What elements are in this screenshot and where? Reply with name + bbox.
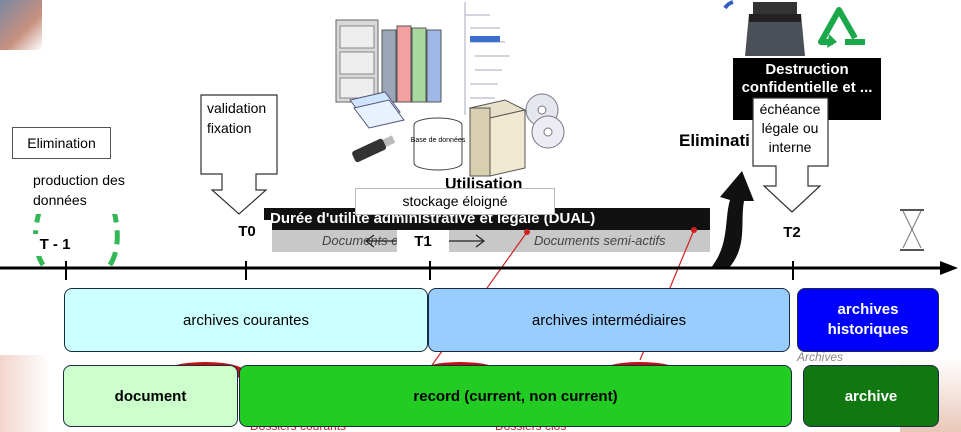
lane-document: document	[63, 365, 238, 427]
cd-icon	[525, 93, 565, 149]
database-icon	[413, 117, 463, 171]
echeance-callout	[752, 97, 829, 213]
recycle-icon	[818, 7, 865, 48]
shredder-recycle-illustration	[723, 0, 865, 56]
marker-t0: T0	[222, 220, 272, 256]
office-illustration: Base de données	[335, 2, 565, 177]
lane-archive-label: archive	[844, 387, 898, 405]
timeline-axis	[0, 261, 958, 280]
marker-t-minus-1: T - 1	[29, 234, 81, 256]
binders-icon	[381, 25, 442, 103]
elimination-fork-arrow	[710, 171, 754, 269]
lane-archives-historiques-label: archives historiques	[827, 301, 909, 338]
marker-t2: T2	[768, 220, 816, 256]
shredder-icon	[745, 2, 805, 56]
elimination-right-label: Elimination	[679, 131, 749, 150]
server-icon	[468, 99, 527, 177]
filing-cabinet-icon	[335, 19, 379, 103]
lane-archives-historiques: archives historiques	[797, 288, 939, 352]
usb-key-icon	[352, 135, 396, 163]
tree-selection	[470, 36, 500, 42]
elimination-left-label: Elimination	[27, 135, 96, 151]
echeance-label: échéance légale ou interne	[759, 101, 821, 155]
photo-fragment-bottom-left	[0, 355, 50, 432]
stockage-box: stockage éloigné	[355, 188, 555, 215]
marker-t1: T1	[397, 230, 449, 256]
destruction-label: Destruction confidentielle et ...	[741, 61, 873, 96]
validation-label: validation fixation	[207, 100, 267, 136]
elimination-box: Elimination	[12, 127, 111, 159]
validation-callout	[200, 94, 278, 215]
hourglass-icon	[900, 209, 924, 251]
lane-archives-intermediaires-label: archives intermédiaires	[531, 311, 687, 329]
ghost-archives-label: Archives	[797, 350, 844, 364]
blue-arc	[723, 0, 734, 10]
lane-archives-courantes-label: archives courantes	[183, 311, 309, 329]
lane-archives-intermediaires: archives intermédiaires	[428, 288, 790, 352]
photo-fragment	[0, 0, 42, 50]
lane-archive: archive	[803, 365, 939, 427]
double-arrow	[365, 234, 485, 248]
papers-icon	[349, 91, 405, 129]
production-label: production des données	[33, 172, 125, 208]
db-label-line1: Base de données	[411, 137, 466, 144]
lane-archives-courantes: archives courantes	[64, 288, 428, 352]
lane-record-label: record (current, non current)	[413, 387, 618, 405]
stockage-label: stockage éloigné	[402, 193, 508, 209]
production-box: production des données	[29, 168, 139, 214]
destruction-box: Destruction confidentielle et ...	[733, 58, 881, 120]
docs-semi-actifs-label: Documents semi-actifs	[534, 233, 666, 248]
lane-record: record (current, non current)	[239, 365, 792, 427]
lane-document-label: document	[114, 387, 187, 405]
